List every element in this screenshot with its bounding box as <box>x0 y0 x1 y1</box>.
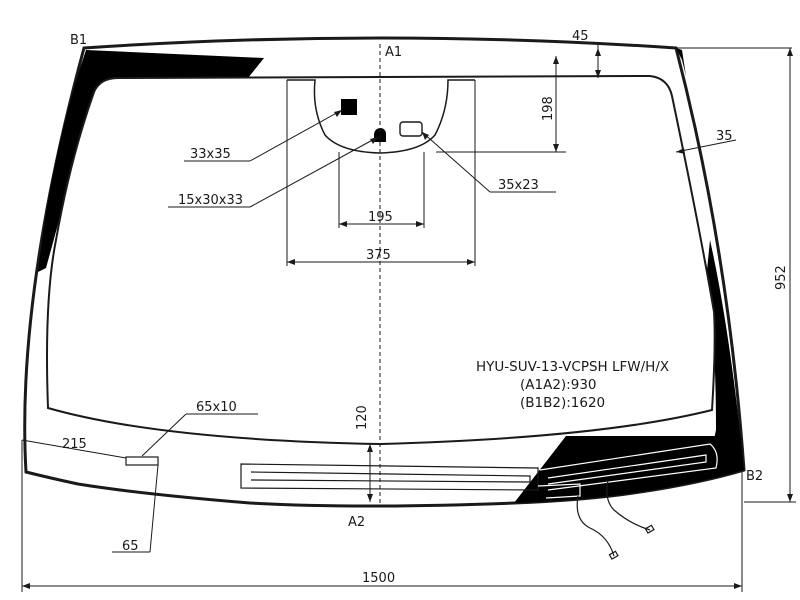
dim-lower-left-offset: 215 <box>62 437 87 452</box>
heater-wire-a <box>576 495 615 557</box>
frit-band <box>38 48 744 503</box>
frit-top-left <box>38 50 264 272</box>
dim-side-edge: 35 <box>716 129 733 144</box>
heater-wire-b <box>606 479 651 531</box>
heater-right-loop <box>539 443 718 491</box>
callout-sensor-small: 15x30x33 <box>178 193 243 208</box>
frit-top-right <box>676 48 686 76</box>
callout-sensor-square: 33x35 <box>190 147 231 162</box>
arrow-heads <box>22 48 793 589</box>
spec-b1b2: (B1B2):1620 <box>520 395 605 411</box>
point-a2-label: A2 <box>348 515 365 530</box>
spec-a1a2: (A1A2):930 <box>520 377 597 393</box>
callout-label-area: 65x10 <box>196 400 237 415</box>
sensor-square-icon <box>341 99 357 115</box>
label-area <box>125 456 159 466</box>
heater-right-inner <box>547 454 707 485</box>
frit-right <box>706 240 744 470</box>
dim-mirror-depth: 198 <box>541 96 556 121</box>
heater-connector <box>537 483 581 499</box>
point-b2-label: B2 <box>746 469 763 484</box>
dim-heater-height: 120 <box>355 405 370 430</box>
dim-width-total: 1500 <box>362 571 395 586</box>
point-a1-label: A1 <box>385 45 402 60</box>
dimension-lines <box>21 42 796 592</box>
frit-bottom-right <box>514 436 744 503</box>
spec-code: HYU-SUV-13-VCPSH LFW/H/X <box>476 359 669 375</box>
heater-plug-a <box>608 550 619 560</box>
callout-camera-window: 35x23 <box>498 178 539 193</box>
camera-window-icon <box>399 121 423 137</box>
dim-bottom-left-offset: 65 <box>122 539 139 554</box>
heating-element <box>240 443 718 560</box>
dim-height-total: 952 <box>774 265 789 290</box>
heater-left-loop <box>240 463 539 491</box>
dim-width-inner: 195 <box>368 210 393 225</box>
point-b1-label: B1 <box>70 33 87 48</box>
heater-plug-b <box>644 524 655 534</box>
dim-width-outer: 375 <box>366 248 391 263</box>
dim-top-edge: 45 <box>572 29 589 44</box>
heater-left-inner <box>250 471 531 483</box>
